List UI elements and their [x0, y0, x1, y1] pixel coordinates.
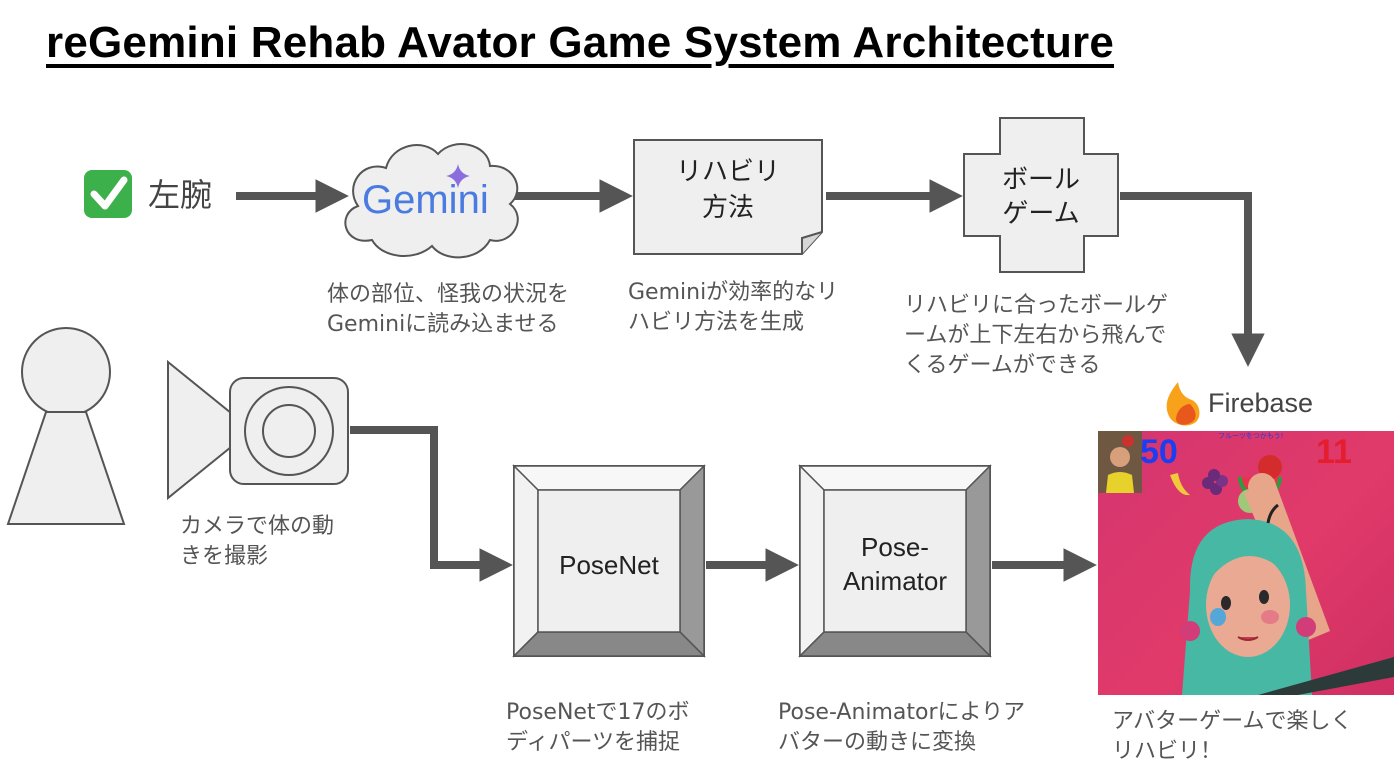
caption-animator: Pose-Animatorによりア バターの動きに変換 [778, 700, 1026, 755]
caption-camera: カメラで体の動 きを撮影 [180, 514, 335, 569]
caption-ballgame: リハビリに合ったボールゲ ームが上下左右から飛んで くるゲームができる [904, 293, 1169, 378]
page-title: reGemini Rehab Avator Game System Archit… [46, 18, 1115, 67]
arrow-camera-to-posenet [350, 426, 513, 582]
score-right: 11 [1316, 433, 1352, 471]
pose-animator-label-2: Animator [843, 566, 947, 596]
score-left: 50 [1140, 433, 1178, 471]
rehab-method-label-2: 方法 [702, 193, 754, 223]
person-icon [6, 327, 126, 525]
pose-animator-box [798, 464, 992, 658]
firebase-flame-icon [1166, 382, 1200, 426]
posenet-box [512, 464, 706, 658]
ballgame-label-2: ゲーム [1002, 199, 1079, 229]
avatar-scene [1170, 455, 1394, 695]
arrow-ballgame-to-firebase [1120, 192, 1265, 367]
gemini-sparkle-icon [446, 164, 470, 188]
game-message: フルーツをつかもう! [1218, 432, 1284, 440]
caption-game: アバターゲームで楽しく リハビリ！ [1112, 709, 1353, 764]
caption-gemini: 体の部位、怪我の状況を Geminiに読み込ませる [327, 282, 570, 337]
game-screenshot: 50 フルーツをつかもう! 11 [1098, 431, 1394, 695]
ballgame-plus-shape [963, 117, 1119, 273]
rehab-method-label-1: リハビリ [676, 157, 780, 187]
gemini-cloud [344, 143, 519, 259]
check-icon [84, 170, 132, 218]
caption-rehab: Geminiが効率的なリ ハビリ方法を生成 [628, 280, 839, 335]
gemini-logo-text: Gemini [362, 178, 489, 222]
firebase-logo-text: Firebase [1208, 388, 1314, 418]
webcam-thumbnail [1098, 431, 1142, 493]
caption-posenet: PoseNetで17のボ ディパーツを捕捉 [506, 700, 690, 755]
checkmark-label: 左腕 [148, 176, 212, 214]
ballgame-label-1: ボール [1002, 165, 1080, 195]
pose-animator-label-1: Pose- [861, 532, 929, 562]
posenet-label: PoseNet [559, 550, 659, 580]
camera-icon [167, 359, 349, 501]
